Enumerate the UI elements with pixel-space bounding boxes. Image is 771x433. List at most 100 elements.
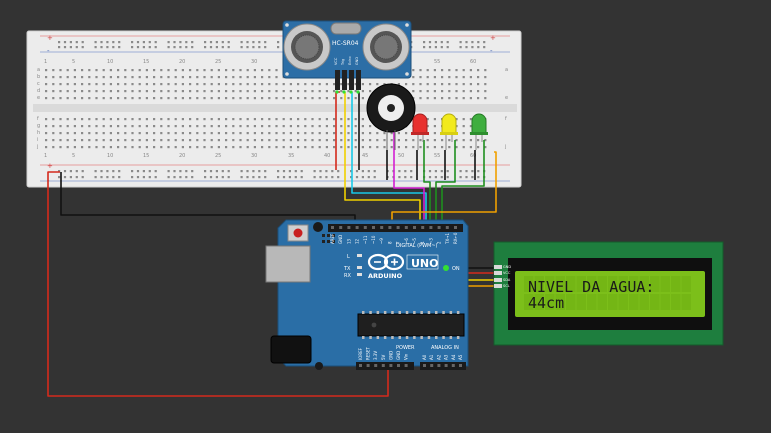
row-letter-a: a [37, 67, 40, 73]
digital-pin-label: AREF [330, 233, 335, 244]
col-num-20: 20 [179, 59, 185, 65]
led-green [470, 113, 488, 150]
rail-plus-label-bottom: + [47, 162, 53, 170]
lcd-pin-scl: SCL [503, 284, 510, 288]
col-num-60: 60 [470, 59, 476, 65]
analog-pin-label: A2 [436, 354, 441, 360]
digital-pin-label: 7 [396, 241, 401, 244]
col-num-1-bottom: 1 [44, 153, 47, 159]
wire-orange-lcd-scl [463, 285, 496, 370]
sensor-pin-trig: Trig [341, 59, 345, 66]
wire-red-5v [47, 171, 389, 397]
tx-label: TX [343, 266, 351, 272]
power-label: POWER [396, 345, 415, 351]
digital-pin-label: ~11 [363, 235, 368, 244]
sensor-pin-gnd: GND [355, 57, 359, 65]
sensor-pins [335, 70, 361, 90]
analog-header [420, 362, 466, 370]
rail-plus-label-right: + [490, 34, 496, 42]
col-num-1: 1 [44, 59, 47, 65]
lcd-pin-gnd: GND [503, 265, 511, 269]
power-pin-label: Vin [404, 353, 409, 360]
transducer-right [362, 23, 410, 71]
col-num-25: 25 [215, 59, 221, 65]
led-yellow [440, 113, 458, 150]
power-pin-label: IOREF [358, 347, 363, 360]
row-letter-e-right: e [505, 95, 508, 101]
analog-pin-label: A4 [451, 354, 456, 360]
col-num-25-bottom: 25 [215, 153, 221, 159]
lcd-line-1: NIVEL DA AGUA: [528, 278, 654, 296]
power-pin-label: 3.3V [373, 351, 378, 360]
row-letter-b: b [37, 74, 40, 80]
row-letter-f-right: f [505, 116, 507, 122]
breadboard: + - + - + - a b c d e f g h i j a e f j … [26, 30, 522, 188]
transducer-left [283, 23, 331, 71]
rx-label: RX [344, 273, 351, 279]
digital-pin-label: GND [338, 235, 343, 244]
led-red [411, 113, 429, 150]
power-jack [270, 335, 312, 364]
analog-pin-label: A0 [422, 354, 427, 360]
col-num-30-bottom: 30 [251, 153, 257, 159]
digital-pin-label: ~6 [404, 238, 409, 244]
rail-plus-label: + [47, 34, 53, 42]
col-num-60-bottom: 60 [470, 153, 476, 159]
col-num-30: 30 [251, 59, 257, 65]
digital-pin-label: TX→1 [445, 232, 450, 245]
arduino-model-label: UNO [411, 257, 439, 270]
lcd-pin-sda: SDA [503, 278, 511, 282]
wire-orange [391, 151, 497, 226]
analog-pin-label: A3 [444, 354, 449, 360]
led-l-label: L [347, 254, 350, 260]
col-num-20-bottom: 20 [179, 153, 185, 159]
rail-minus-label: - [47, 47, 50, 55]
col-num-10-bottom: 10 [107, 153, 113, 159]
col-num-5: 5 [72, 59, 75, 65]
wire-green-led-green [441, 140, 485, 226]
arduino-logo [367, 253, 405, 271]
digital-pin-label: ~5 [412, 238, 417, 244]
lcd-module: NIVEL DA AGUA: 44cm GND VCC SDA SCL [493, 241, 724, 346]
row-letter-g: g [37, 123, 40, 129]
analog-pin-label: A1 [429, 354, 434, 360]
row-letter-f: f [37, 116, 39, 122]
digital-label: DIGITAL (PWM~) [396, 243, 438, 249]
digital-pin-label: ~10 [371, 235, 376, 244]
power-pin-label: RESET [366, 347, 371, 360]
power-header [356, 362, 414, 370]
col-num-55: 55 [434, 59, 440, 65]
ultrasonic-sensor: HC-SR04 VCC Trig Echo GND [282, 20, 412, 94]
col-num-15: 15 [143, 59, 149, 65]
col-num-45-bottom: 45 [362, 153, 368, 159]
wire-yellow-sensor-trig [344, 92, 421, 226]
wire-magenta-buzzer [393, 130, 425, 226]
col-num-15-bottom: 15 [143, 153, 149, 159]
col-num-40-bottom: 40 [324, 153, 330, 159]
rail-minus-label-right: - [490, 47, 493, 55]
sensor-pin-echo: Echo [348, 57, 352, 66]
piezo-buzzer [366, 83, 416, 150]
usb-port [265, 245, 311, 283]
digital-pin-label: 2 [437, 241, 442, 244]
digital-pin-label: 13 [346, 238, 351, 244]
sensor-model-label: HC-SR04 [332, 40, 359, 47]
row-letter-a-right: a [505, 67, 508, 73]
row-letter-i: i [37, 137, 38, 143]
row-letter-h: h [37, 130, 40, 136]
digital-pin-label: 12 [355, 238, 360, 244]
power-pin-label: 5V [381, 354, 386, 360]
analog-label: ANALOG IN [431, 345, 459, 351]
digital-pin-label: 8 [387, 241, 392, 244]
digital-pin-label: RX←0 [453, 232, 458, 244]
lcd-pin-vcc: VCC [503, 271, 511, 275]
col-num-50-bottom: 50 [398, 153, 404, 159]
microcontroller-chip [357, 313, 465, 337]
digital-pin-label: 4 [420, 241, 425, 244]
lcd-line-2: 44cm [528, 294, 564, 312]
row-letter-j-right: j [504, 144, 506, 150]
row-letter-j: j [36, 144, 38, 150]
digital-pin-label: ~3 [428, 238, 433, 244]
